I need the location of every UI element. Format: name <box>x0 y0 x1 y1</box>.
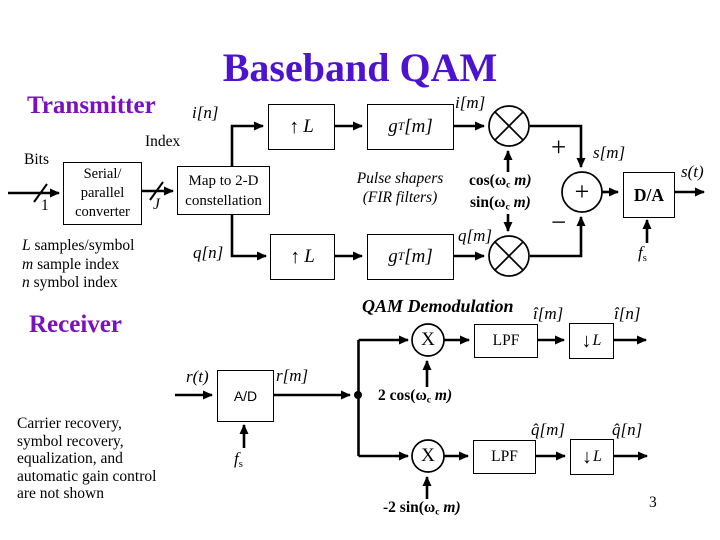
q-hat-n-label: q̂[n] <box>612 420 643 439</box>
fs-tx-label: fs <box>638 243 647 264</box>
q-m-label: q[m] <box>458 226 493 245</box>
downsampler-q-box: ↓ L <box>570 439 614 475</box>
wire-width-1: 1 <box>41 197 49 214</box>
cos-carrier-label: cos(ωc m) <box>469 172 532 191</box>
sin-demod-label: -2 sin(ωc m) <box>383 499 461 518</box>
q-hat-m-label: q̂[m] <box>531 420 566 439</box>
i-multiplier-icon <box>488 105 530 147</box>
down-arrow-icon: ↓ <box>581 329 592 352</box>
da-converter-box: D/A <box>623 172 675 218</box>
wire-width-slash <box>33 183 48 203</box>
lpf-q-box: LPF <box>473 440 536 474</box>
s-t-label: s(t) <box>681 162 704 181</box>
r-m-label: r[m] <box>276 366 309 385</box>
up-arrow-icon: ↑ <box>290 245 301 268</box>
wire-width-J: J <box>153 196 160 213</box>
page-title: Baseband QAM <box>222 45 498 90</box>
receiver-heading: Receiver <box>29 311 122 338</box>
upsampler-i-box: ↑ L <box>268 104 335 150</box>
index-legend: L samples/symbol m sample index n symbol… <box>22 237 135 291</box>
demod-i-multiplier-label: X <box>421 329 435 350</box>
demod-q-multiplier-label: X <box>421 445 435 466</box>
wire-width-slash <box>149 181 164 201</box>
pulse-shapers-note: Pulse shapers (FIR filters) <box>356 170 444 206</box>
page-number: 3 <box>649 494 657 511</box>
summer-plus-label: + <box>574 177 590 206</box>
sin-carrier-label: sin(ωc m) <box>470 194 531 213</box>
lpf-i-box: LPF <box>474 324 538 358</box>
r-t-label: r(t) <box>186 367 209 386</box>
bits-label: Bits <box>24 151 49 168</box>
minus-sign: − <box>551 207 567 237</box>
up-arrow-icon: ↑ <box>289 115 300 138</box>
i-n-label: i[n] <box>192 103 219 122</box>
transmitter-heading: Transmitter <box>27 92 156 119</box>
i-hat-m-label: î[m] <box>533 304 564 323</box>
summer-icon <box>561 171 603 213</box>
i-hat-n-label: î[n] <box>614 304 641 323</box>
not-shown-notes: Carrier recovery, symbol recovery, equal… <box>17 415 157 502</box>
i-demod-multiplier-icon <box>411 323 445 357</box>
map-constellation-box: Map to 2-D constellation <box>177 166 270 215</box>
ad-converter-box: A/D <box>217 370 274 422</box>
s-m-label: s[m] <box>593 143 626 162</box>
q-demod-multiplier-icon <box>411 439 445 473</box>
upsampler-q-box: ↑ L <box>270 234 335 280</box>
serial-parallel-converter-box: Serial/ parallel converter <box>63 162 142 225</box>
q-multiplier-icon <box>488 235 530 277</box>
tx-connectors <box>8 105 705 277</box>
qam-demodulation-label: QAM Demodulation <box>362 296 514 316</box>
fs-rx-label: fs <box>234 449 243 470</box>
down-arrow-icon: ↓ <box>582 445 593 468</box>
downsampler-i-box: ↓ L <box>569 323 614 359</box>
cos-demod-label: 2 cos(ωc m) <box>378 387 453 406</box>
plus-sign: + <box>551 132 567 162</box>
index-label: Index <box>145 133 181 150</box>
q-n-label: q[n] <box>193 243 224 262</box>
rx-connectors <box>175 323 648 499</box>
i-m-label: i[m] <box>455 93 486 112</box>
